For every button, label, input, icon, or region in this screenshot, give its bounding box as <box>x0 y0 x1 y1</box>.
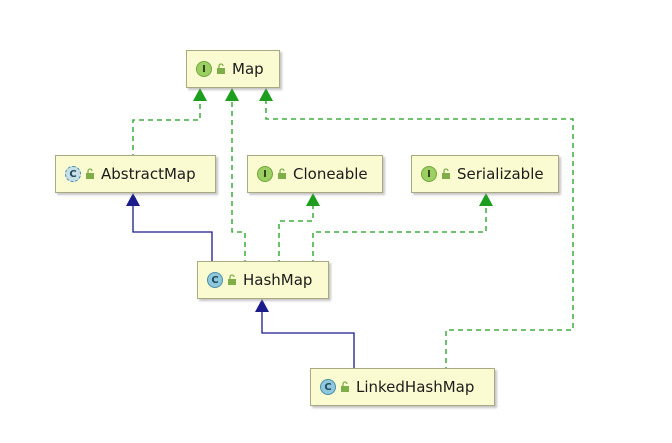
abstractmap-node[interactable]: C AbstractMap <box>55 155 216 193</box>
lock-icon <box>341 381 349 392</box>
cloneable-arrowhead <box>306 193 320 206</box>
lock-icon <box>86 168 94 179</box>
lock-icon <box>278 168 286 179</box>
class-icon: C <box>320 379 336 395</box>
abstractmap-label: AbstractMap <box>101 164 196 183</box>
hashmap-implements-serializable-line <box>312 205 487 265</box>
interface-icon: I <box>257 166 273 182</box>
hashmap-node[interactable]: C HashMap <box>197 261 329 299</box>
map-arrowhead-3 <box>259 88 273 101</box>
serializable-node[interactable]: I Serializable <box>411 155 559 193</box>
map-label: Map <box>232 59 264 78</box>
hashmap-arrowhead <box>255 299 269 312</box>
abstractmap-implements-map-line <box>132 100 201 159</box>
map-arrowhead-1 <box>193 88 207 101</box>
linkedhashmap-extends-hashmap-line <box>261 311 355 372</box>
hashmap-label: HashMap <box>243 270 313 289</box>
cloneable-node[interactable]: I Cloneable <box>247 155 383 193</box>
abstractmap-arrowhead <box>126 193 140 206</box>
linkedhashmap-node[interactable]: C LinkedHashMap <box>310 368 495 406</box>
linkedhashmap-implements-map-line <box>265 100 574 372</box>
interface-icon: I <box>421 166 437 182</box>
lock-icon <box>217 63 225 74</box>
lock-icon <box>442 168 450 179</box>
cloneable-label: Cloneable <box>293 164 368 183</box>
serializable-arrowhead <box>479 193 493 206</box>
map-node[interactable]: I Map <box>186 50 280 88</box>
abstract-class-icon: C <box>65 166 81 182</box>
class-icon: C <box>207 272 223 288</box>
hashmap-implements-map-line <box>231 100 246 265</box>
hashmap-extends-abstractmap-line <box>132 205 213 265</box>
map-arrowhead-2 <box>225 88 239 101</box>
interface-icon: I <box>196 61 212 77</box>
linkedhashmap-label: LinkedHashMap <box>356 377 475 396</box>
hashmap-implements-cloneable-line <box>278 205 314 265</box>
lock-icon <box>228 274 236 285</box>
serializable-label: Serializable <box>457 164 544 183</box>
